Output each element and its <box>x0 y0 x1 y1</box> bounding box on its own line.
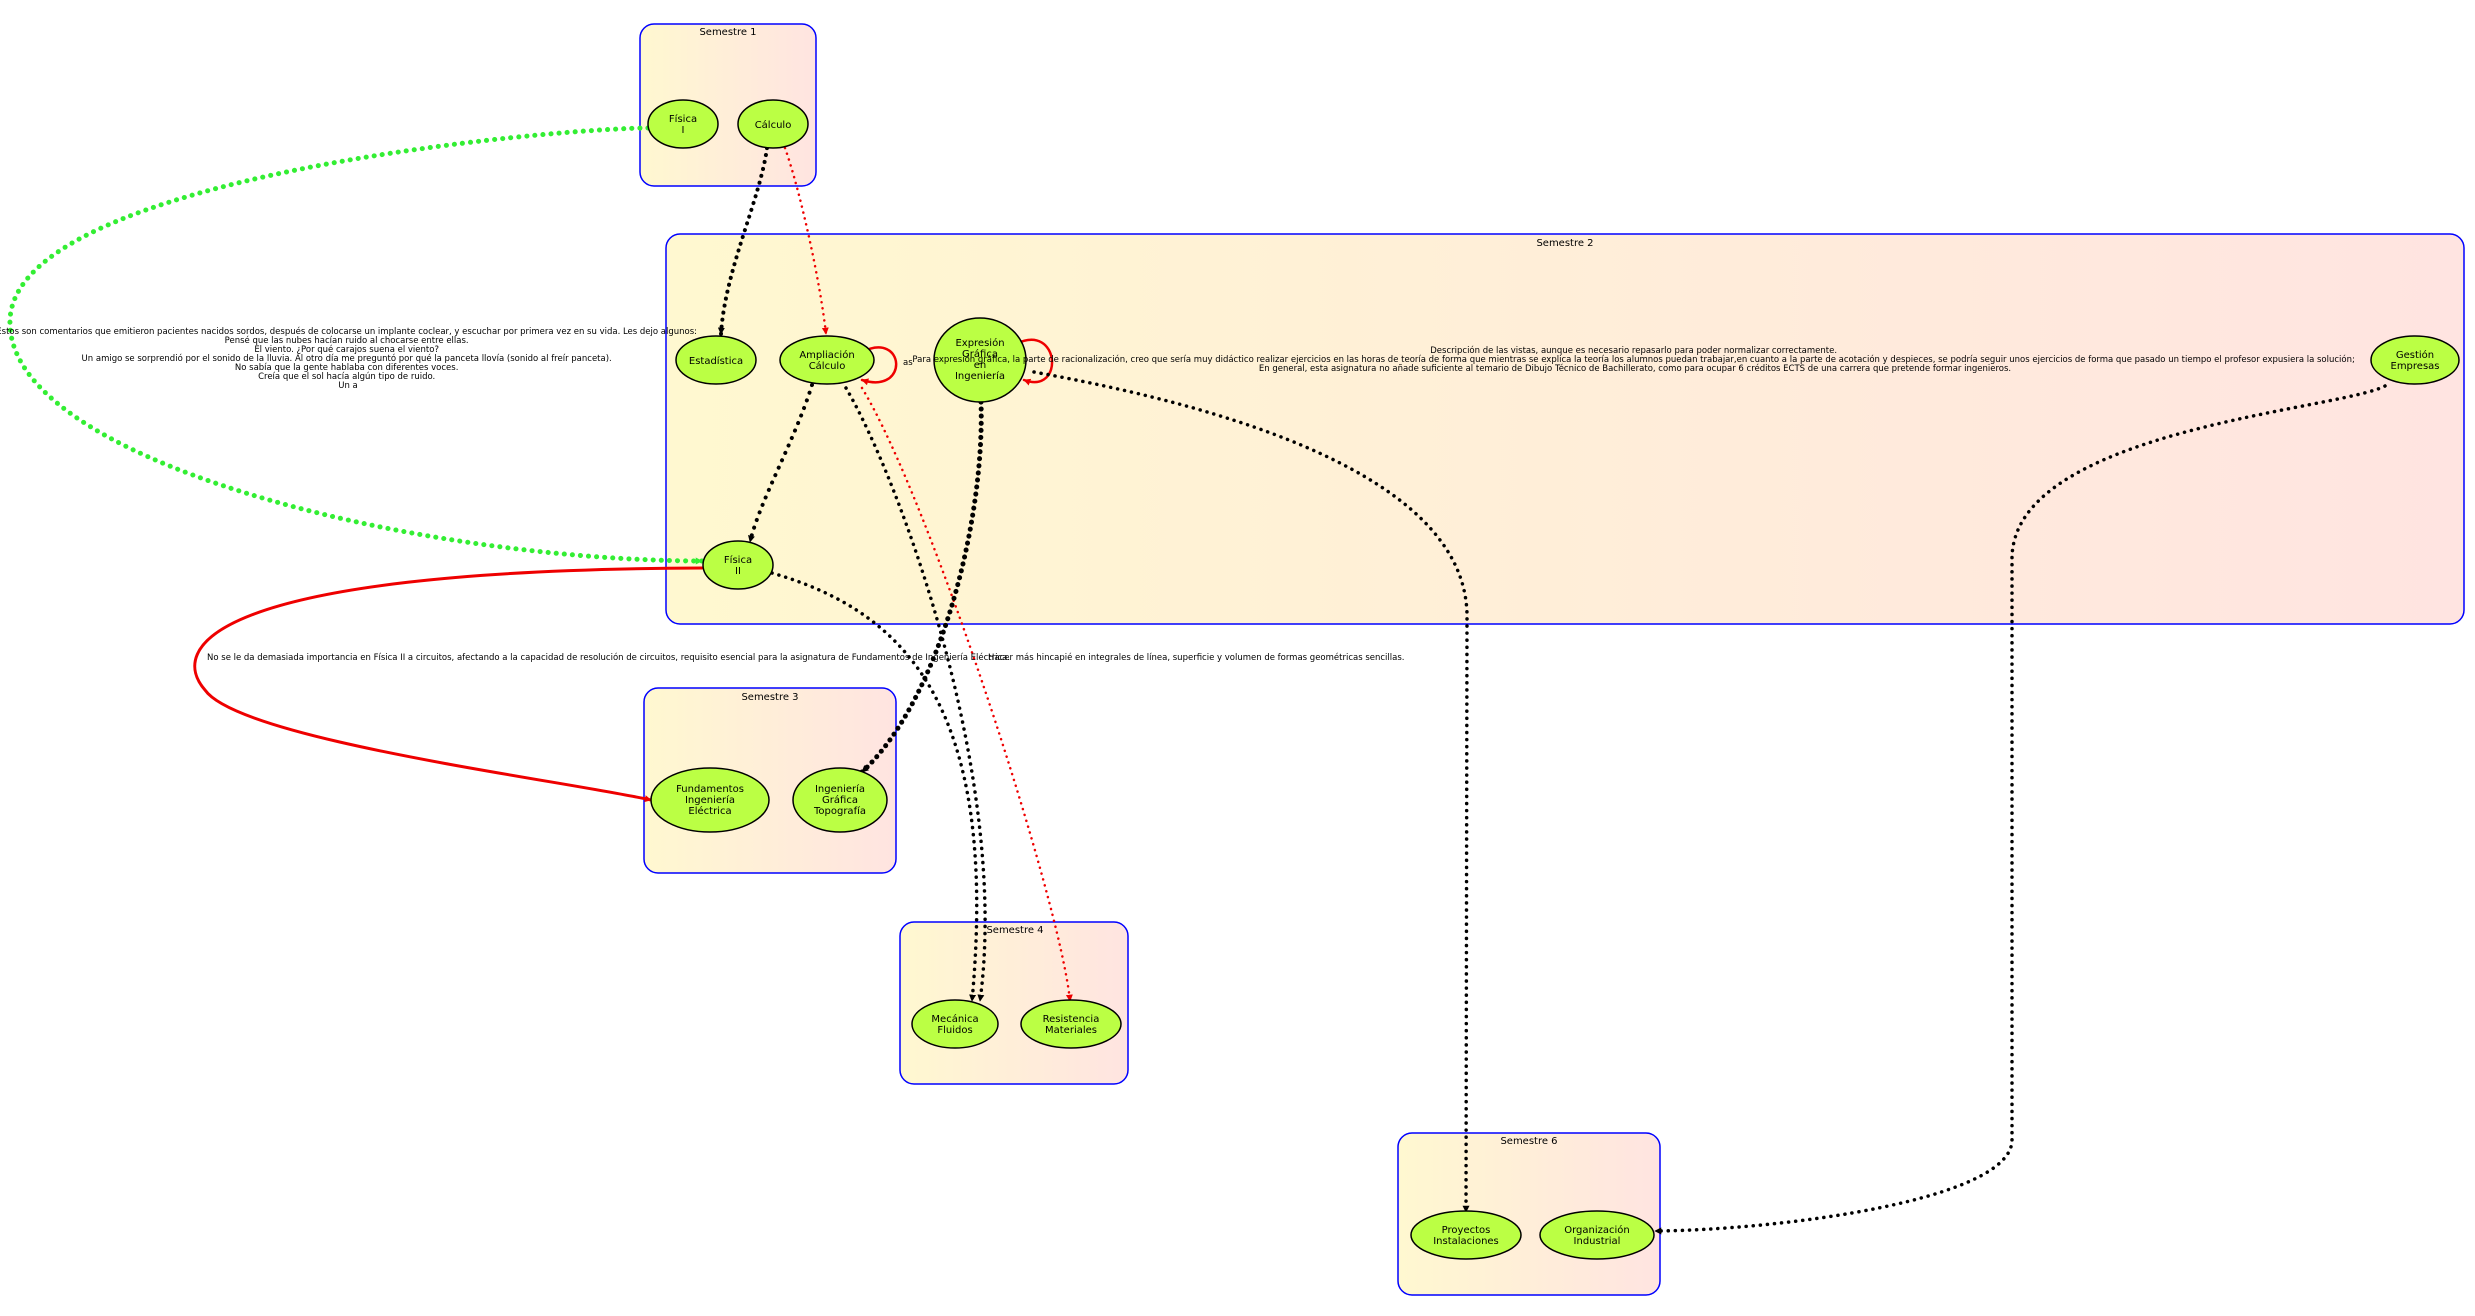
node-fundamentos-line-2: Ingeniería <box>685 794 735 806</box>
node-mecanica-line-1: Mecánica <box>931 1013 978 1025</box>
cluster-label-semestre-1: Semestre 1 <box>699 27 756 38</box>
edge-calculo-ampliacion <box>783 146 829 336</box>
annotation-left-line-4: Un amigo se sorprendió por el sonido de … <box>82 353 612 364</box>
node-mecanica-line-2: Fluidos <box>937 1025 972 1036</box>
annotation-expresion-line-2: Para expresión gráfica, la parte de raci… <box>912 354 2354 365</box>
node-fisica1-line-2: I <box>682 125 685 136</box>
node-expresion-line-4: Ingeniería <box>955 370 1005 382</box>
edge-ampliacion-fisica2 <box>748 383 814 544</box>
node-proyectos-line-2: Instalaciones <box>1433 1236 1499 1247</box>
node-resistencia-line-1: Resistencia <box>1043 1014 1100 1025</box>
annotation-left-line-5: No sabía que la gente hablaba con difere… <box>235 363 459 373</box>
annotation-left-line-2: Pensé que las nubes hacían ruido al choc… <box>225 335 469 346</box>
annotation-expresion-line-1: Descripción de las vistas, aunque es nec… <box>1430 345 1837 356</box>
cluster-label-semestre-6: Semestre 6 <box>1500 1136 1557 1147</box>
annotation-fisica2-comment: No se le da demasiada importancia en Fís… <box>207 652 1010 663</box>
annotation-left-line-6: Creía que el sol hacía algún tipo de rui… <box>258 372 435 382</box>
node-fundamentos-line-1: Fundamentos <box>676 784 744 795</box>
node-fundamentos-line-3: Eléctrica <box>688 805 731 817</box>
node-estadistica-line-1: Estadística <box>689 355 743 367</box>
node-fisica1-line-1: Física <box>669 113 697 125</box>
annotation-left-line-7: Un a <box>338 381 358 391</box>
node-expresion-line-1: Expresión <box>955 337 1004 349</box>
cluster-label-semestre-3: Semestre 3 <box>741 692 798 703</box>
annotation-expresion-line-3: En general, esta asignatura no añade suf… <box>1259 363 2011 374</box>
edge-expresion-proyectos <box>1032 370 1470 1214</box>
node-proyectos-line-1: Proyectos <box>1442 1225 1491 1236</box>
edge-calculo-estadistica <box>717 146 769 336</box>
annotation-left-line-3: El viento. ¿Por qué carajos suena el vie… <box>254 344 439 355</box>
cluster-label-semestre-4: Semestre 4 <box>986 925 1043 936</box>
node-ingtopo-line-1: Ingeniería <box>815 783 865 795</box>
annotation-ampliacion-comment: Hacer más hincapié en integrales de líne… <box>988 652 1404 663</box>
annotation-left-comment: Estos son comentarios que emitieron paci… <box>0 326 700 391</box>
node-ingtopo-line-3: Topografía <box>813 805 866 817</box>
node-resistencia-line-2: Materiales <box>1045 1025 1097 1036</box>
node-expresion-line-2: Gráfica <box>962 348 998 360</box>
edge-fisica2-fundamentos <box>193 566 704 803</box>
edge-fisica1-fisica2 <box>7 125 705 565</box>
node-ingtopo-line-2: Gráfica <box>822 794 858 806</box>
node-gestion-line-2: Empresas <box>2391 361 2440 372</box>
annotation-expresion-comment: Descripción de las vistas, aunque es nec… <box>912 345 2357 374</box>
edge-ampliacion-mecanica <box>844 386 987 1003</box>
edge-expresion-ingtopo <box>859 399 984 775</box>
edge-ampliacion-resistencia <box>860 386 1073 1003</box>
svg-text:Estadística: Estadística <box>689 355 743 367</box>
node-ampliacion-line-2: Cálculo <box>809 360 846 372</box>
node-calculo[interactable]: Cálculo <box>737 99 809 149</box>
edge-ampliacion-self <box>860 346 898 386</box>
edge-expresion-self <box>1014 338 1054 386</box>
node-fisica2-line-2: II <box>735 566 741 577</box>
node-ampliacion-line-1: Ampliación <box>799 349 854 361</box>
node-expresion-line-3: en <box>974 360 987 371</box>
cluster-semestre-2: Semestre 2 <box>665 233 2465 625</box>
svg-text:Cálculo: Cálculo <box>755 119 792 131</box>
node-estadistica[interactable]: Estadística <box>675 335 757 385</box>
node-gestion-line-1: Gestión <box>2396 349 2434 361</box>
annotation-left-line-1: Estos son comentarios que emitieron paci… <box>0 326 697 337</box>
edge-label-ampliacion-self: as <box>903 358 913 368</box>
node-organizacion-line-1: Organización <box>1564 1224 1630 1236</box>
node-fisica2-line-1: Física <box>724 554 752 566</box>
cluster-label-semestre-2: Semestre 2 <box>1536 238 1593 249</box>
node-organizacion-line-2: Industrial <box>1574 1236 1621 1247</box>
node-calculo-line-1: Cálculo <box>755 119 792 131</box>
